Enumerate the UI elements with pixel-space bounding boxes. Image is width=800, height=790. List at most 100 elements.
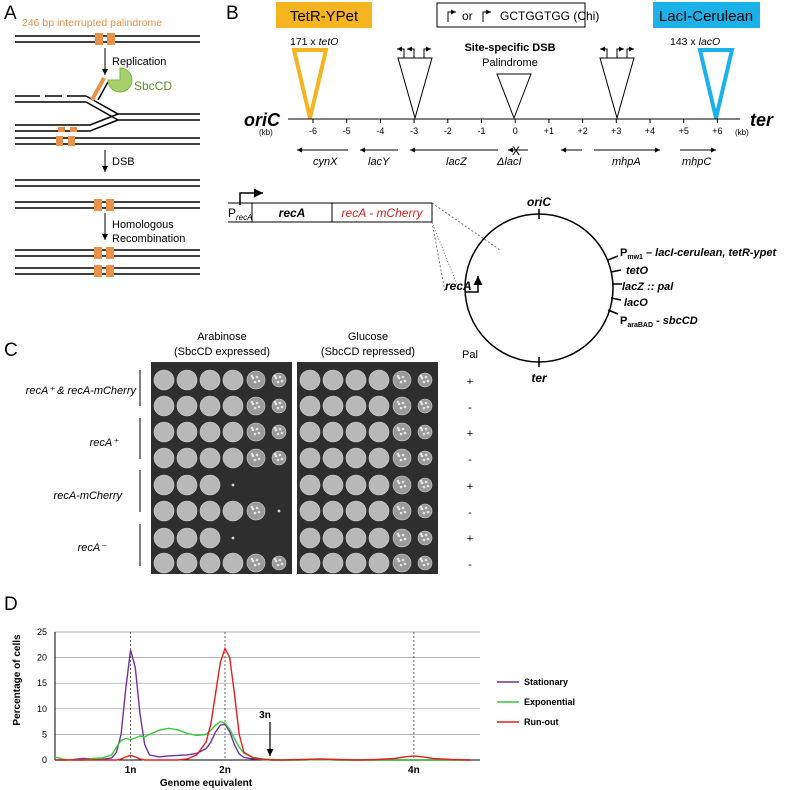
colony-dot bbox=[403, 484, 407, 488]
colony-dot bbox=[273, 426, 277, 430]
glucose-subtitle: (SbcCD repressed) bbox=[321, 346, 415, 358]
legend-label: Stationary bbox=[524, 677, 568, 687]
colony-dot bbox=[253, 458, 257, 462]
sbccd-icon bbox=[107, 67, 133, 93]
circle-label-teto: tetO bbox=[626, 265, 648, 277]
colony-dot bbox=[274, 559, 278, 563]
colony-spot bbox=[345, 395, 367, 417]
colony-dot bbox=[419, 557, 423, 561]
colony-dot bbox=[253, 432, 257, 436]
colony-dot bbox=[426, 457, 430, 461]
colony-dot bbox=[419, 532, 423, 536]
colony-dot bbox=[276, 380, 280, 384]
colony-dot bbox=[250, 505, 254, 509]
panel-letter-a: A bbox=[4, 3, 17, 24]
colony-dot bbox=[278, 401, 282, 405]
colony-spot bbox=[246, 448, 266, 468]
colony-dot bbox=[255, 427, 259, 431]
colony-dot bbox=[420, 428, 424, 432]
chromosome-circle bbox=[464, 213, 614, 363]
colony-spot bbox=[246, 422, 266, 442]
colony-spot bbox=[322, 421, 344, 443]
colony-dot bbox=[397, 454, 401, 458]
pal-header: Pal bbox=[462, 349, 478, 361]
colony-spot bbox=[199, 552, 221, 574]
colony-dot bbox=[399, 485, 403, 489]
legend-label: Exponential bbox=[524, 697, 575, 707]
colony-spot bbox=[299, 552, 321, 574]
colony-spot bbox=[199, 447, 221, 469]
colony-dot bbox=[419, 505, 423, 509]
oric-label: oriC bbox=[244, 110, 281, 130]
colony-dot bbox=[257, 431, 261, 435]
colony-spot bbox=[322, 395, 344, 417]
colony-dot bbox=[280, 405, 284, 409]
colony-dot bbox=[424, 480, 428, 484]
colony-dot bbox=[401, 533, 405, 537]
panel-b-diagram: TetR-YPet 171 x tetO or GCTGGTGG (Chi) L… bbox=[228, 2, 778, 385]
colony-dot bbox=[251, 559, 255, 563]
colony-dot bbox=[420, 507, 424, 511]
colony-dot bbox=[426, 510, 430, 514]
kb-tick-label: -6 bbox=[309, 126, 317, 136]
colony-spot bbox=[153, 369, 175, 391]
colony-dot bbox=[276, 458, 280, 462]
colony-dot bbox=[401, 375, 405, 379]
colony-dot bbox=[424, 558, 428, 562]
colony-spot bbox=[368, 395, 390, 417]
circle-label-laco: lacO bbox=[624, 297, 648, 309]
colony-dot bbox=[419, 452, 423, 456]
colony-dot bbox=[276, 563, 280, 567]
colony-dot bbox=[273, 452, 277, 456]
colony-spot bbox=[392, 553, 412, 573]
laci-count: 143 x lacO bbox=[670, 36, 720, 48]
colony-spot bbox=[368, 527, 390, 549]
colony-dot bbox=[250, 374, 254, 378]
colony-spot bbox=[368, 369, 390, 391]
colony-spot bbox=[176, 500, 198, 522]
circle-ter: ter bbox=[531, 371, 548, 385]
kb-tick-label: +6 bbox=[712, 126, 722, 136]
colony-spot bbox=[222, 447, 244, 469]
colony-dot bbox=[403, 405, 407, 409]
panel-letter-d: D bbox=[4, 594, 18, 615]
colony-dot bbox=[396, 400, 400, 404]
colony-spot bbox=[199, 369, 221, 391]
colony-dot bbox=[257, 379, 261, 383]
kb-tick-label: +2 bbox=[577, 126, 587, 136]
deletion-x: X bbox=[512, 144, 520, 158]
colony-spot bbox=[392, 396, 412, 416]
x-tick-label: 4n bbox=[408, 765, 420, 776]
circle-label-parabad: ParaBAD - sbcCD bbox=[620, 315, 698, 329]
construct-reca: recA bbox=[279, 206, 306, 220]
chi-or: or bbox=[462, 9, 473, 23]
pal-sign-2: - bbox=[468, 402, 472, 414]
y-tick-label: 0 bbox=[42, 755, 47, 765]
y-tick-label: 20 bbox=[37, 653, 47, 663]
colony-dot bbox=[419, 400, 423, 404]
colony-spot bbox=[299, 421, 321, 443]
colony-dot bbox=[403, 431, 407, 435]
colony-spot bbox=[153, 421, 175, 443]
colony-dot bbox=[399, 458, 403, 462]
colony-dot bbox=[399, 406, 403, 410]
colony-dot bbox=[251, 454, 255, 458]
kb-tick-label: 0 bbox=[513, 126, 518, 136]
colony-dot bbox=[278, 375, 282, 379]
colony-dot bbox=[278, 558, 282, 562]
colony-dot bbox=[401, 427, 405, 431]
colony-dot bbox=[401, 453, 405, 457]
colony-dot bbox=[231, 536, 235, 540]
colony-dot bbox=[419, 374, 423, 378]
pal-sign-4: - bbox=[468, 454, 472, 466]
dsb-title: Site-specific DSB bbox=[464, 42, 555, 54]
arabinose-subtitle: (SbcCD expressed) bbox=[174, 346, 270, 358]
colony-dot bbox=[426, 484, 430, 488]
colony-dot bbox=[424, 375, 428, 379]
colony-spot bbox=[176, 395, 198, 417]
colony-spot bbox=[345, 527, 367, 549]
construct-fusion: recA - mCherry bbox=[342, 206, 424, 220]
colony-spot bbox=[392, 528, 412, 548]
colony-spot bbox=[199, 527, 221, 549]
